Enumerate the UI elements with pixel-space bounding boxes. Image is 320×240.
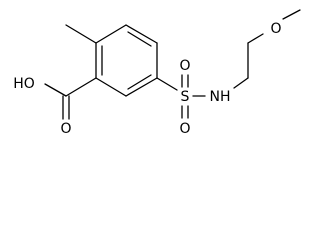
ring-bond-c1-c2	[95, 24, 127, 44]
methyl-bond	[65, 24, 97, 44]
ring-to-carboxyl-bond	[65, 77, 97, 97]
ether-methyl-bond	[282, 9, 301, 20]
sulfonyl-oxygen-top-label: O	[179, 58, 190, 74]
nitrogen-carbon-bond	[233, 77, 249, 89]
ring-inner-bond-c2-c3	[127, 31, 152, 47]
molecule-structure: HO O S O O NH O	[13, 9, 301, 137]
ether-oxygen-label: O	[270, 21, 281, 37]
carbonyl-oxygen-label: O	[60, 121, 71, 137]
sulfonamide-group: S O O NH	[156, 58, 231, 137]
amine-label: NH	[210, 89, 231, 105]
ring-to-sulfur-bond	[156, 77, 178, 91]
ring-inner-bond-c4-c5	[127, 74, 152, 90]
methoxyethyl-chain: O	[233, 9, 301, 89]
sulfonyl-oxygen-bottom-label: O	[179, 121, 190, 137]
ring-bond-c2-c3	[125, 24, 158, 44]
carbon-hydroxyl-bond	[44, 83, 67, 97]
hydroxyl-label: HO	[13, 76, 35, 92]
carboxylic-acid-group: HO O	[13, 76, 97, 137]
ring-bond-c4-c5	[125, 77, 158, 97]
carbon-ether-oxygen-bond	[247, 33, 264, 44]
sulfur-label: S	[181, 89, 190, 105]
ring-bond-c5-c6	[95, 77, 127, 97]
benzene-ring	[95, 24, 158, 97]
